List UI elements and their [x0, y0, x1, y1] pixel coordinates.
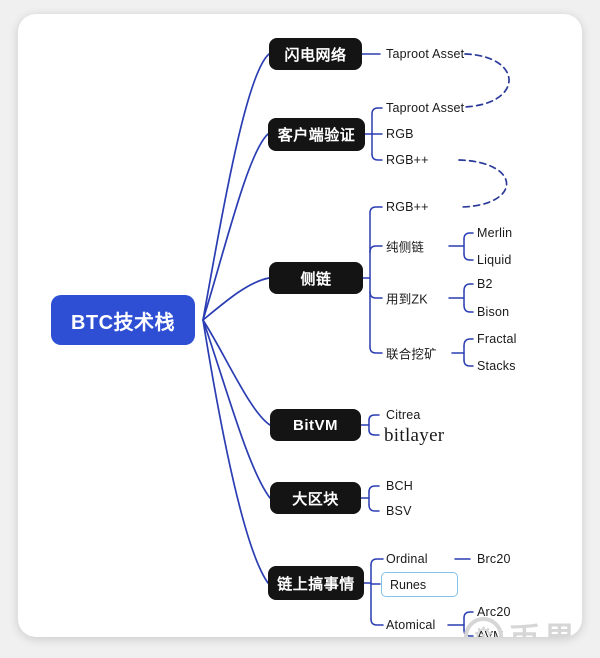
node-brc20[interactable]: Brc20 — [477, 552, 511, 566]
node-merlin[interactable]: Merlin — [477, 226, 513, 240]
branch-node-big-block[interactable]: 大区块 — [270, 482, 361, 514]
bracket-pure-sidechain — [448, 232, 474, 261]
branch-node-sidechain[interactable]: 侧链 — [269, 262, 363, 294]
gear-icon: ⚙ — [472, 622, 495, 637]
node-rgb[interactable]: RGB — [386, 127, 414, 141]
mindmap-card: BTC技术栈 闪电网络 客户端验证 侧链 BitVM 大区块 链上搞事情 Tap… — [18, 14, 582, 637]
node-pure-sidechain[interactable]: 纯侧链 — [386, 240, 425, 255]
node-uses-zk[interactable]: 用到ZK — [386, 292, 428, 307]
node-stacks[interactable]: Stacks — [477, 359, 516, 373]
bracket-big-block — [360, 485, 380, 512]
branch-node-onchain[interactable]: 链上搞事情 — [268, 566, 364, 600]
branch-node-client-validation[interactable]: 客户端验证 — [268, 118, 365, 151]
watermark-text: 币界网 — [509, 614, 582, 638]
node-atomical[interactable]: Atomical — [386, 618, 436, 632]
node-bsv[interactable]: BSV — [386, 504, 412, 518]
node-citrea[interactable]: Citrea — [386, 408, 421, 422]
branch-node-bitvm[interactable]: BitVM — [270, 409, 361, 441]
dashed-arrow-taproot — [462, 53, 510, 108]
node-bitlayer[interactable]: bitlayer — [384, 425, 445, 446]
node-fractal[interactable]: Fractal — [477, 332, 517, 346]
node-arc20[interactable]: Arc20 — [477, 605, 511, 619]
bracket-sidechain — [362, 206, 383, 354]
node-runes-selected[interactable]: Runes — [381, 572, 458, 597]
node-b2[interactable]: B2 — [477, 277, 493, 291]
node-bison[interactable]: Bison — [477, 305, 510, 319]
bracket-client-validation — [364, 107, 383, 161]
branch-node-lightning-network[interactable]: 闪电网络 — [269, 38, 362, 70]
root-branch-curves — [202, 53, 271, 584]
bracket-merged-mining — [451, 338, 474, 367]
node-rgbpp-1[interactable]: RGB++ — [386, 153, 429, 167]
node-rgbpp-2[interactable]: RGB++ — [386, 200, 429, 214]
root-node[interactable]: BTC技术栈 — [51, 295, 195, 345]
node-taproot-asset-2[interactable]: Taproot Asset — [386, 101, 465, 115]
dashed-arrow-rgbpp — [458, 159, 508, 208]
watermark-logo: ⚙ — [464, 617, 503, 637]
node-bch[interactable]: BCH — [386, 479, 413, 493]
bracket-bitvm — [360, 414, 380, 436]
node-merged-mining[interactable]: 联合挖矿 — [386, 347, 437, 362]
node-liquid[interactable]: Liquid — [477, 253, 512, 267]
node-taproot-asset-1[interactable]: Taproot Asset — [386, 47, 465, 61]
node-ordinal[interactable]: Ordinal — [386, 552, 428, 566]
bracket-zk — [448, 283, 474, 313]
